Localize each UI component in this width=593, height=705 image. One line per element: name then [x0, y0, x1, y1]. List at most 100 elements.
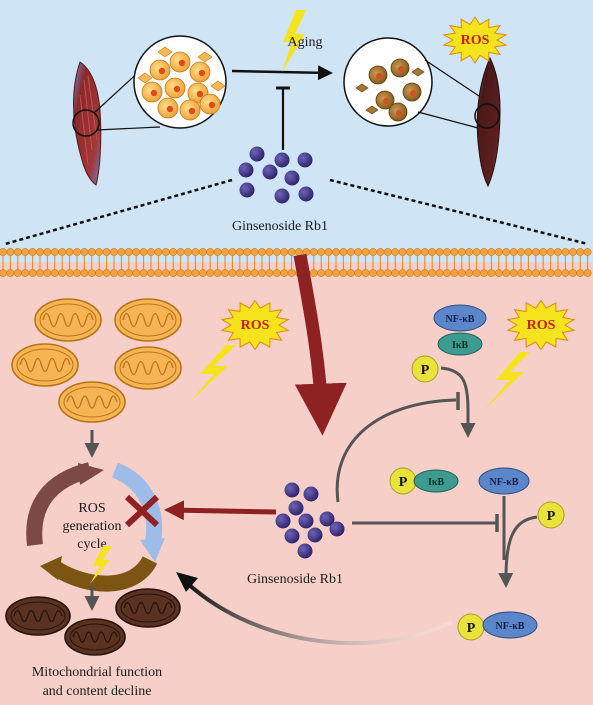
ros-label-left: ROS: [241, 318, 270, 333]
phospholipid-head: [280, 269, 289, 277]
phospholipid-head: [369, 248, 377, 256]
phospholipid-head: [487, 248, 496, 256]
nfkb-oval: [478, 467, 530, 495]
ginsenoside-molecules-bottom: [275, 482, 345, 559]
phospholipid-head: [383, 248, 392, 256]
phospholipid-head: [531, 269, 540, 277]
phospholipid-head: [117, 248, 126, 256]
phospholipid-head: [391, 248, 400, 256]
phosphate-label: P: [399, 475, 408, 490]
phospholipid-head: [280, 248, 289, 256]
phospholipid-head: [383, 269, 392, 277]
phosphate-circle: [411, 355, 439, 383]
ginsenoside-entry-arrow: [293, 253, 347, 436]
zoom-line-left: [4, 178, 233, 246]
phospholipid-head: [65, 248, 74, 256]
zoom-connector: [424, 59, 483, 99]
phospholipid-head: [435, 248, 444, 256]
ginsenoside-molecules-top: [238, 146, 314, 204]
phospholipid-head: [457, 269, 466, 277]
phospholipid-head: [65, 269, 74, 277]
phospholipid-head: [546, 269, 555, 277]
phospholipid-head: [332, 248, 340, 256]
lightning-icon: [282, 10, 306, 72]
phospholipid-head: [472, 269, 481, 277]
phospholipid-head: [154, 269, 163, 277]
phospholipid-head: [28, 269, 37, 277]
phospholipid-head: [561, 248, 570, 256]
aging-arrow: [231, 65, 333, 81]
phospholipid-head: [95, 269, 104, 277]
phospholipid-head: [139, 248, 148, 256]
cycle-segment-brown: [26, 462, 93, 546]
phospholipid-head: [198, 269, 207, 277]
phospholipid-head: [124, 248, 133, 256]
phospholipid-head: [213, 248, 222, 256]
phospholipid-head: [124, 269, 133, 277]
zoom-line-right: [329, 178, 589, 246]
phospholipid-head: [50, 269, 59, 277]
ginsenoside-molecule: [275, 513, 291, 529]
phospholipid-head: [406, 248, 414, 256]
ginsenoside-molecule: [303, 486, 319, 502]
phospholipid-head: [324, 269, 333, 277]
phospholipid-head: [265, 248, 274, 256]
phospholipid-head: [272, 269, 281, 277]
ginsenoside-molecule: [274, 188, 290, 204]
phosphorylation-arrow: [498, 515, 538, 588]
phospholipid-head: [184, 269, 192, 277]
lightning-icon: [90, 546, 112, 584]
phospholipid-head: [494, 269, 503, 277]
phospholipid-head: [361, 269, 370, 277]
phospholipid-head: [87, 248, 96, 256]
phospholipid-head: [250, 269, 259, 277]
phospholipid-head: [420, 248, 429, 256]
phospholipid-head: [191, 248, 200, 256]
phospholipid-head: [317, 269, 326, 277]
cycle-arrowhead: [40, 556, 62, 580]
phospholipid-head: [161, 269, 170, 277]
phospholipid-head: [206, 248, 215, 256]
zoom-connector: [417, 111, 479, 129]
phospholipid-head: [250, 248, 259, 256]
phospholipid-head: [191, 269, 200, 277]
nfkb-label: NF-κB: [490, 477, 519, 488]
outcome-label-line1: Mitochondrial function: [32, 665, 162, 680]
nfkb-label: NF-κB: [496, 621, 525, 632]
phospholipid-head: [472, 248, 481, 256]
phospholipid-head: [546, 248, 555, 256]
damaged-mitochondria-icon: [5, 588, 181, 656]
phospholipid-head: [332, 269, 340, 277]
cycle-segment-blue: [111, 462, 163, 550]
phospholipid-head: [36, 269, 44, 277]
phospholipid-head: [184, 248, 192, 256]
young-muscle-icon: [73, 61, 102, 186]
mitochondrion: [114, 298, 182, 342]
phospholipid-head: [139, 269, 148, 277]
nfkb-ikb-complex: NF-κB IκB: [433, 304, 487, 356]
phospholipid-head: [58, 248, 67, 256]
ros-generation-cycle: ROS generation cycle: [26, 462, 165, 592]
phospholipid-head: [228, 269, 237, 277]
phospholipid-head: [346, 248, 355, 256]
ikb-label: IκB: [428, 477, 444, 488]
phospholipid-head: [398, 269, 407, 277]
cycle-label-line3: cycle: [77, 537, 107, 552]
phospholipid-head: [583, 269, 592, 277]
ikb-oval: [437, 332, 483, 356]
ginsenoside-molecule: [284, 528, 300, 544]
phospholipid-head: [554, 248, 562, 256]
outcome-label-line2: and content decline: [43, 684, 152, 699]
cycle-segment-dark-gold: [50, 555, 158, 592]
phospholipid-head: [58, 269, 67, 277]
phospholipid-head: [376, 248, 385, 256]
ros-burst-top: ROS: [442, 16, 508, 64]
phospholipid-head: [583, 248, 592, 256]
phospholipid-head: [87, 269, 96, 277]
cycle-arrowhead: [78, 463, 104, 485]
phospholipid-head: [221, 269, 229, 277]
ginsenoside-molecule: [329, 521, 345, 537]
phospholipid-head: [132, 269, 141, 277]
phospholipid-head: [154, 248, 163, 256]
